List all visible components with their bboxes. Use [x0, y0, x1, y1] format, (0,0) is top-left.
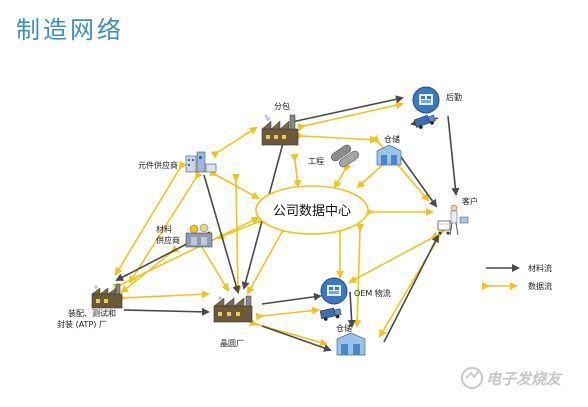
data-flow-arrow [210, 126, 258, 159]
logistics-label: 后勤 [446, 92, 462, 102]
data-center-hub: 公司数据中心 [255, 185, 369, 235]
data-flow-arrow [297, 101, 404, 132]
wafer-fab-label: 晶圆厂 [220, 339, 244, 348]
watermark: 电子发烧友 [461, 367, 563, 389]
hub-label: 公司数据中心 [273, 204, 351, 219]
subcontract-label: 分包 [274, 101, 290, 111]
wafer-fab-icon [213, 295, 253, 323]
data-flow-arrow [255, 306, 320, 321]
oem-logistics-icon [320, 277, 348, 305]
data-flow-arrow [193, 236, 230, 292]
data-flow-arrow [290, 153, 302, 188]
material-flow-arrow [123, 307, 210, 316]
truck-icon [319, 307, 342, 321]
atp-factory-icon [91, 283, 123, 309]
warehouse-top-label: 仓储 [384, 134, 400, 144]
material-flow-arrow [261, 292, 322, 305]
material-flow-arrow [261, 325, 332, 352]
component-supplier-label: 元件供应商 [138, 160, 178, 170]
engineering-icon [331, 144, 359, 168]
data-flow-arrow [247, 224, 289, 295]
data-flow-arrow [231, 173, 242, 294]
watermark-logo-icon [461, 367, 483, 389]
customer-label: 客户 [462, 196, 478, 206]
subcontract-factory-icon [261, 114, 299, 146]
data-flow-arrow [295, 131, 378, 144]
logistics-icon [412, 86, 440, 114]
material-flow-arrow [291, 95, 404, 123]
component-supplier-icon [185, 151, 217, 173]
data-flow-arrow [114, 160, 187, 276]
watermark-text: 电子发烧友 [486, 370, 563, 388]
page-title: 制造网络 [16, 16, 124, 44]
data-flow-arrow [216, 216, 266, 240]
data-flow-arrows [112, 101, 449, 347]
data-flow-arrow [333, 162, 352, 189]
warehouse-bottom-icon [336, 332, 366, 356]
atp-label-line1: 装配、测试和 [68, 308, 116, 318]
data-flow-arrow [120, 245, 180, 294]
material-supplier-label-line1: 材料 [156, 224, 172, 234]
warehouse-bottom-label: 仓储 [336, 323, 352, 333]
data-flow-arrow [117, 290, 210, 303]
warehouse-top-icon [376, 144, 402, 166]
legend: 材料流 数据流 [482, 263, 552, 291]
material-supplier-label-line2: 供应商 [156, 235, 180, 245]
material-flow-arrow [203, 174, 241, 294]
material-flow-arrow [447, 115, 460, 196]
legend-data-label: 数据流 [528, 281, 552, 291]
material-flow-arrow [383, 234, 439, 343]
material-supplier-icon [185, 223, 213, 248]
material-flow-arrow [395, 149, 438, 208]
data-flow-arrow [348, 231, 440, 283]
atp-label-line2: 封装 (ATP) 厂 [57, 319, 107, 329]
oem-logistics-label: OEM 物流 [354, 288, 391, 298]
legend-material-label: 材料流 [528, 263, 552, 273]
truck-icon [413, 114, 436, 129]
customer-icon [437, 204, 469, 236]
material-flow-arrow [347, 291, 356, 328]
engineering-label: 工程 [308, 157, 324, 166]
